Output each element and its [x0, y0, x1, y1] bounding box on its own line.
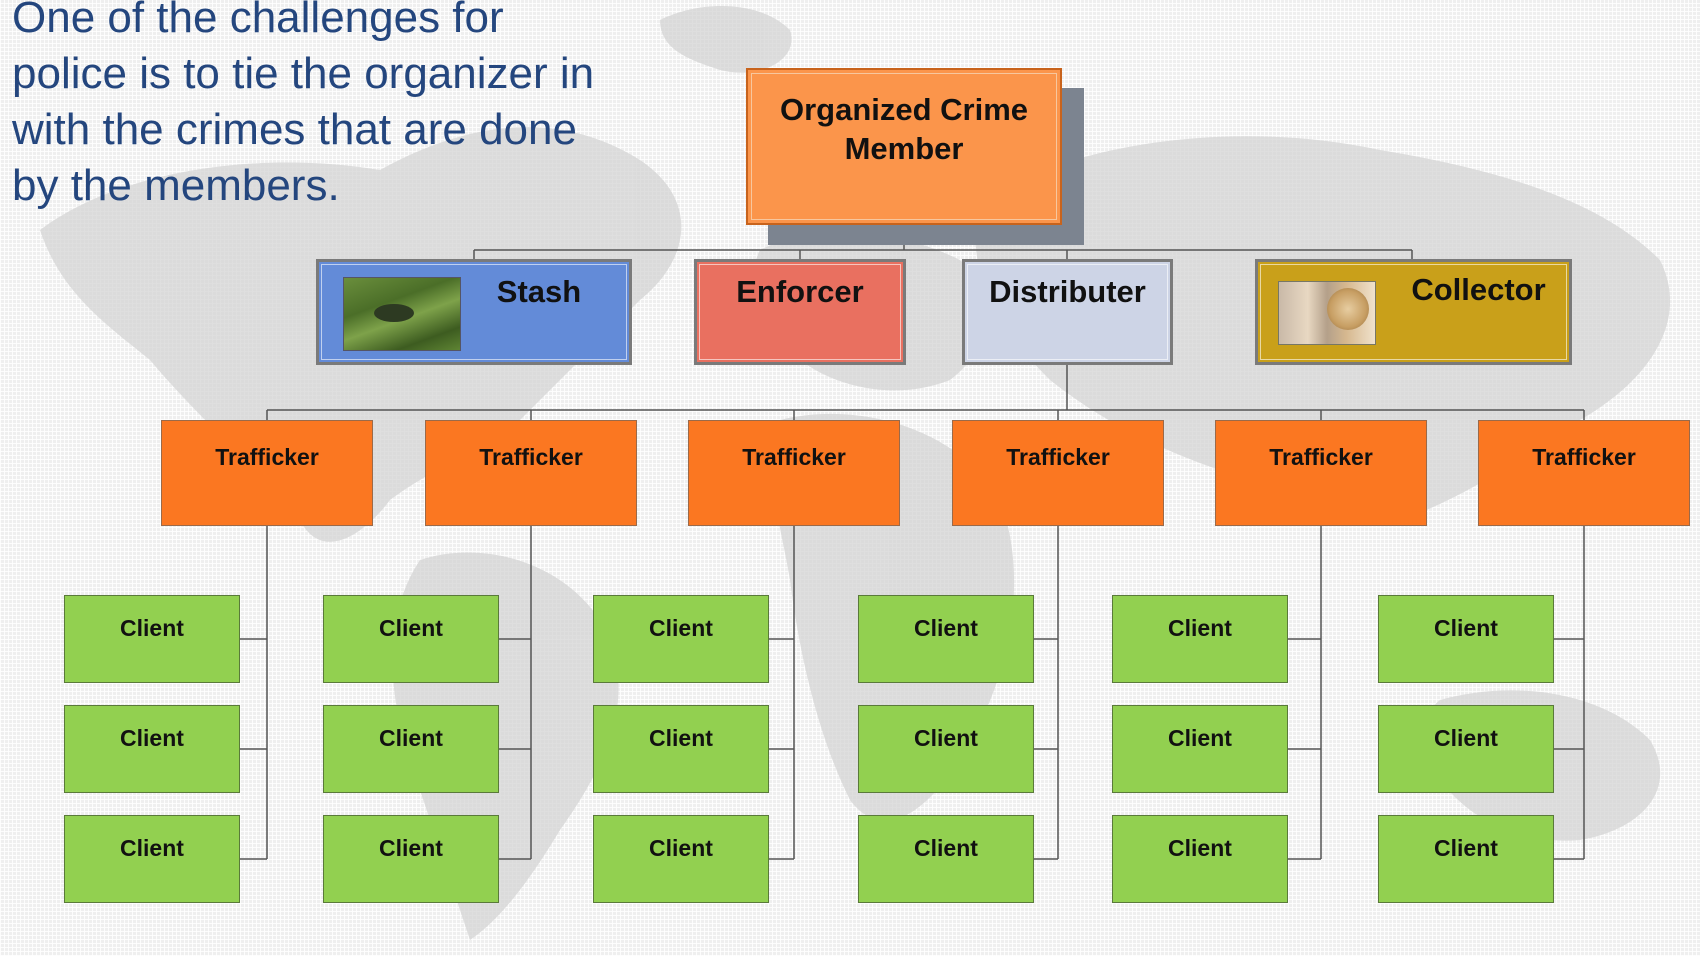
client-node: Client	[593, 595, 769, 683]
client-node: Client	[858, 705, 1034, 793]
client-node: Client	[1378, 815, 1554, 903]
client-node: Client	[1378, 595, 1554, 683]
root-label-line2: Member	[844, 131, 964, 166]
money-image	[1278, 281, 1376, 345]
distributer-label: Distributer	[989, 274, 1146, 309]
client-node: Client	[1378, 705, 1554, 793]
trafficker-node-3: Trafficker	[688, 420, 900, 526]
client-node: Client	[323, 815, 499, 903]
client-node: Client	[64, 595, 240, 683]
trafficker-node-5: Trafficker	[1215, 420, 1427, 526]
client-node: Client	[1112, 705, 1288, 793]
intro-text: One of the challenges for police is to t…	[12, 0, 595, 210]
client-node: Client	[64, 705, 240, 793]
trafficker-node-6: Trafficker	[1478, 420, 1690, 526]
client-node: Client	[858, 815, 1034, 903]
enforcer-label: Enforcer	[736, 274, 864, 309]
client-node: Client	[1112, 595, 1288, 683]
client-node: Client	[1112, 815, 1288, 903]
client-node: Client	[593, 705, 769, 793]
enforcer-node: Enforcer	[694, 259, 906, 365]
organized-crime-member-node: Organized Crime Member	[746, 68, 1062, 225]
trafficker-node-1: Trafficker	[161, 420, 373, 526]
collector-node: Collector	[1255, 259, 1572, 365]
stash-node: Stash	[316, 259, 632, 365]
client-node: Client	[64, 815, 240, 903]
collector-label: Collector	[1411, 272, 1546, 307]
trafficker-node-4: Trafficker	[952, 420, 1164, 526]
client-node: Client	[323, 595, 499, 683]
client-node: Client	[858, 595, 1034, 683]
distributer-node: Distributer	[962, 259, 1173, 365]
stash-label: Stash	[496, 274, 582, 309]
trafficker-node-2: Trafficker	[425, 420, 637, 526]
client-node: Client	[323, 705, 499, 793]
root-label-line1: Organized Crime	[779, 92, 1029, 127]
grass-image	[343, 277, 461, 351]
client-node: Client	[593, 815, 769, 903]
